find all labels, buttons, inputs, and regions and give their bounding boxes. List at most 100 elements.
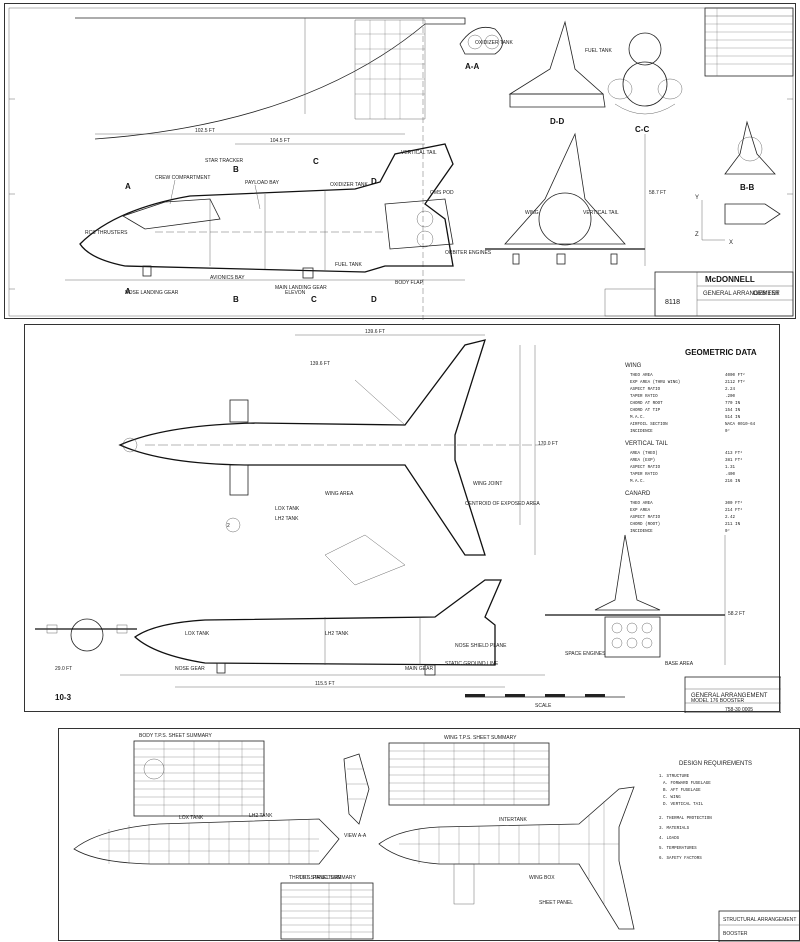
- svg-text:WING AREA: WING AREA: [325, 491, 354, 497]
- svg-text:CHORD AT TIP: CHORD AT TIP: [630, 409, 661, 413]
- orbiter-side-view: [65, 143, 465, 281]
- svg-text:413 FT²: 413 FT²: [725, 450, 743, 456]
- svg-text:1.31: 1.31: [725, 466, 736, 470]
- tps-panel-table: T.P.S. PANEL SUMMARY: [280, 875, 374, 940]
- svg-text:VIEW A-A: VIEW A-A: [344, 833, 367, 839]
- svg-text:Y: Y: [695, 195, 699, 201]
- svg-text:115.5 FT: 115.5 FT: [315, 681, 335, 687]
- view-label-10-3: 10-3: [55, 693, 72, 702]
- dim-overall-length-a: 102.5 FT: [195, 128, 215, 134]
- svg-text:A-A: A-A: [465, 62, 479, 71]
- svg-text:CENTROID OF EXPOSED AREA: CENTROID OF EXPOSED AREA: [465, 501, 540, 507]
- svg-text:LH2 TANK: LH2 TANK: [249, 813, 273, 819]
- svg-text:CANARD: CANARD: [625, 491, 651, 497]
- revision-block: [704, 7, 794, 77]
- section-marker-b: B: [233, 165, 239, 174]
- svg-text:D. VERTICAL TAIL: D. VERTICAL TAIL: [663, 803, 704, 807]
- scale-bar: SCALE: [465, 694, 625, 709]
- svg-text:RCS THRUSTERS: RCS THRUSTERS: [85, 230, 128, 236]
- svg-text:BASE AREA: BASE AREA: [665, 661, 694, 667]
- svg-text:.400: .400: [725, 473, 736, 477]
- svg-text:AIRFOIL SECTION: AIRFOIL SECTION: [630, 423, 668, 427]
- svg-text:MAIN LANDING GEAR: MAIN LANDING GEAR: [275, 285, 327, 291]
- forward-structure-detail: [354, 19, 426, 120]
- svg-text:216 IN: 216 IN: [725, 480, 741, 484]
- svg-text:A: A: [125, 287, 131, 296]
- svg-text:FUEL TANK: FUEL TANK: [335, 262, 363, 268]
- booster-planform-view: 139.6 FT 139.6 FT 170.0 FT WING JOINT CE…: [118, 329, 558, 556]
- svg-text:B. AFT FUSELAGE: B. AFT FUSELAGE: [663, 789, 701, 793]
- svg-text:PAYLOAD BAY: PAYLOAD BAY: [245, 180, 280, 186]
- svg-text:CHORD AT ROOT: CHORD AT ROOT: [630, 402, 663, 406]
- orbiter-drawing: 102.5 FT 104.5 FT A B C D A B C D CREW C…: [8, 7, 794, 320]
- booster-front-section: 29.0 FT 10-3: [35, 618, 137, 702]
- svg-text:INCIDENCE: INCIDENCE: [630, 430, 653, 434]
- booster-title-block: GENERAL ARRANGEMENT MODEL 176 BOOSTER 75…: [684, 676, 781, 713]
- orbiter-wing-root-view: [75, 17, 466, 140]
- svg-text:154 IN: 154 IN: [725, 409, 741, 413]
- section-a-a: A-A: [459, 26, 503, 71]
- svg-text:SHEET PANEL: SHEET PANEL: [539, 900, 573, 906]
- svg-text:TAPER RATIO: TAPER RATIO: [630, 473, 658, 477]
- orbiter-callouts: CREW COMPARTMENT PAYLOAD BAY NOSE LANDIN…: [85, 150, 492, 296]
- svg-text:B: B: [233, 295, 239, 304]
- svg-text:MAIN GEAR: MAIN GEAR: [405, 666, 433, 672]
- section-marker-d: D: [371, 177, 377, 186]
- svg-text:OXIDIZER TANK: OXIDIZER TANK: [330, 182, 369, 188]
- svg-text:NOSE SHIELD PLANE: NOSE SHIELD PLANE: [455, 643, 507, 649]
- svg-text:0°: 0°: [725, 429, 730, 434]
- svg-text:WING T.P.S. SHEET SUMMARY: WING T.P.S. SHEET SUMMARY: [444, 735, 517, 741]
- svg-text:139.6 FT: 139.6 FT: [310, 361, 330, 367]
- design-requirements-notes: DESIGN REQUIREMENTS 1. STRUCTURE A. FORW…: [659, 761, 752, 861]
- svg-text:29.0 FT: 29.0 FT: [55, 666, 72, 672]
- svg-text:CHORD (ROOT): CHORD (ROOT): [630, 522, 660, 527]
- svg-text:LOX TANK: LOX TANK: [275, 506, 300, 512]
- nose-gear: [142, 265, 152, 277]
- section-d-d: D-D OXIDIZER TANK FUEL TANK: [475, 20, 613, 126]
- svg-text:AREA (EXP): AREA (EXP): [630, 458, 655, 463]
- structure-gear-bay: [453, 863, 475, 905]
- svg-text:EXP AREA: EXP AREA: [630, 509, 651, 513]
- section-b-b: B-B Y Z X: [695, 120, 781, 246]
- svg-text:58.2 FT: 58.2 FT: [728, 611, 745, 617]
- svg-text:D: D: [371, 295, 377, 304]
- orbiter-front-view: WING VERTICAL TAIL 58.7 FT: [485, 132, 666, 266]
- svg-text:1. STRUCTURE: 1. STRUCTURE: [659, 775, 690, 779]
- svg-text:T.P.S. PANEL SUMMARY: T.P.S. PANEL SUMMARY: [299, 875, 356, 881]
- structural-drawing: BODY T.P.S. SHEET SUMMARY LOX TANK LH2 T…: [73, 733, 800, 942]
- sheet-booster-structural-arrangement: BODY T.P.S. SHEET SUMMARY LOX TANK LH2 T…: [58, 728, 800, 942]
- drawing-number: 8118: [665, 299, 680, 306]
- svg-text:6. SAFETY FACTORS: 6. SAFETY FACTORS: [659, 857, 702, 861]
- booster-structure-fuselage-left: LOX TANK LH2 TANK THRUST STRUCTURE: [73, 813, 342, 881]
- svg-text:.200: .200: [725, 395, 736, 399]
- svg-text:B-B: B-B: [740, 183, 754, 192]
- svg-text:STRUCTURAL ARRANGEMENT: STRUCTURAL ARRANGEMENT: [723, 917, 796, 923]
- svg-text:LOX TANK: LOX TANK: [185, 631, 210, 637]
- svg-text:ASPECT RATIO: ASPECT RATIO: [630, 466, 661, 470]
- svg-text:X: X: [729, 240, 733, 246]
- svg-text:139.6 FT: 139.6 FT: [365, 329, 385, 335]
- svg-text:ASPECT RATIO: ASPECT RATIO: [630, 516, 661, 520]
- section-marker-a: A: [125, 182, 131, 191]
- svg-text:CREW COMPARTMENT: CREW COMPARTMENT: [155, 175, 210, 181]
- svg-text:5. TEMPERATURES: 5. TEMPERATURES: [659, 847, 697, 851]
- svg-text:INTERTANK: INTERTANK: [499, 817, 528, 823]
- svg-text:WING: WING: [625, 363, 642, 369]
- svg-text:M.A.C.: M.A.C.: [630, 416, 645, 420]
- svg-text:VERTICAL TAIL: VERTICAL TAIL: [583, 210, 619, 216]
- booster-side-view: 115.5 FT LOX TANK LH2 TANK STATIC GROUND…: [120, 534, 545, 688]
- booster-structure-planform: WING BOX INTERTANK SHEET PANEL: [378, 786, 635, 930]
- svg-text:THRUST STRUCTURE: THRUST STRUCTURE: [289, 875, 342, 881]
- svg-text:DESIGN REQUIREMENTS: DESIGN REQUIREMENTS: [679, 761, 752, 767]
- section-marker-c: C: [313, 157, 319, 166]
- svg-text:0°: 0°: [725, 529, 730, 534]
- dim-overall-length-b: 104.5 FT: [270, 138, 290, 144]
- svg-text:ORBITER: ORBITER: [753, 291, 780, 297]
- svg-text:OMS POD: OMS POD: [430, 190, 454, 196]
- svg-text:LH2 TANK: LH2 TANK: [325, 631, 349, 637]
- svg-text:MODEL 176 BOOSTER: MODEL 176 BOOSTER: [691, 698, 745, 704]
- svg-text:300 FT²: 300 FT²: [725, 500, 743, 506]
- svg-text:D-D: D-D: [550, 117, 564, 126]
- svg-text:FUEL TANK: FUEL TANK: [585, 48, 613, 54]
- svg-text:AREA (THEO): AREA (THEO): [630, 451, 658, 456]
